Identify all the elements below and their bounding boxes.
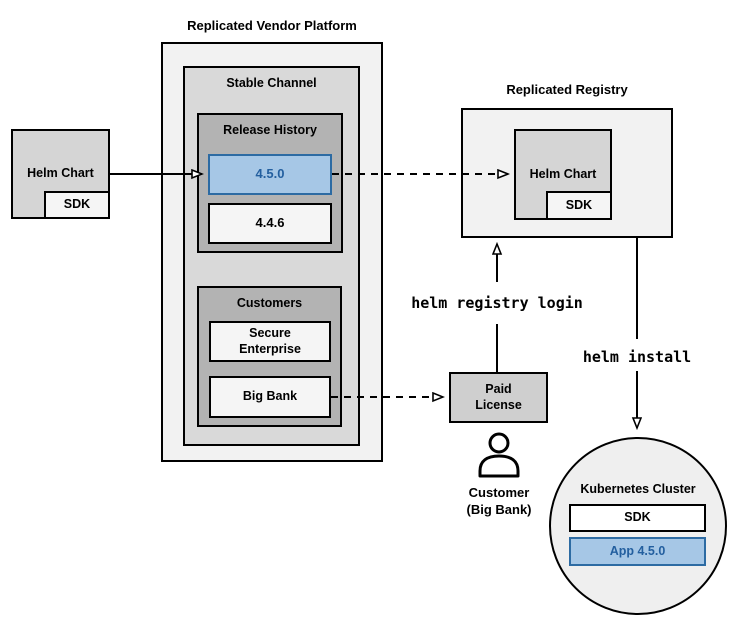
registry-title: Replicated Registry — [506, 82, 628, 97]
registry-sdk-label: SDK — [565, 197, 593, 212]
customers-title: Customers — [236, 296, 303, 310]
paid-license-label: Paid License — [475, 381, 522, 412]
source-sdk-box: SDK — [44, 191, 110, 219]
source-helm-chart-box: Helm Chart SDK — [11, 129, 110, 219]
helm-registry-login-command: helm registry login — [411, 294, 583, 312]
release-version-label: 4.4.6 — [255, 215, 285, 231]
customer-caption-org: (Big Bank) — [466, 502, 532, 517]
kubernetes-cluster-circle: Kubernetes Cluster SDK App 4.5.0 — [549, 437, 727, 615]
cluster-sdk-label: SDK — [624, 510, 651, 525]
helm-install-command: helm install — [582, 348, 692, 366]
customer-caption: Customer (Big Bank) — [467, 484, 532, 518]
registry-box: Helm Chart SDK — [461, 108, 673, 238]
paid-license-box: Paid License — [449, 372, 548, 423]
vendor-platform-box: Stable Channel Release History 4.5.0 4.4… — [161, 42, 383, 462]
cluster-sdk-box: SDK — [569, 504, 706, 532]
stable-channel-title: Stable Channel — [226, 76, 317, 90]
cluster-title: Kubernetes Cluster — [580, 482, 696, 496]
release-version-box-450: 4.5.0 — [208, 154, 332, 195]
customer-box-big-bank: Big Bank — [209, 376, 331, 418]
stable-channel-box: Stable Channel Release History 4.5.0 4.4… — [183, 66, 360, 446]
customer-name: Big Bank — [242, 389, 298, 404]
customer-box-secure-enterprise: Secure Enterprise — [209, 321, 331, 362]
registry-sdk-box: SDK — [546, 191, 612, 220]
release-version-box-446: 4.4.6 — [208, 203, 332, 244]
source-helm-chart-label: Helm Chart — [27, 166, 94, 181]
customers-box: Customers Secure Enterprise Big Bank — [197, 286, 342, 427]
registry-helm-chart-label: Helm Chart — [529, 166, 597, 181]
release-history-box: Release History 4.5.0 4.4.6 — [197, 113, 343, 253]
cluster-app-label: App 4.5.0 — [609, 543, 666, 558]
registry-helm-chart-box: Helm Chart SDK — [514, 129, 612, 220]
cluster-app-box: App 4.5.0 — [569, 537, 706, 566]
source-sdk-label: SDK — [63, 197, 91, 212]
release-version-label: 4.5.0 — [255, 166, 285, 182]
customer-name: Secure Enterprise — [239, 325, 301, 356]
platform-title: Replicated Vendor Platform — [187, 18, 357, 33]
person-icon — [478, 432, 520, 478]
customer-caption-name: Customer — [468, 485, 530, 500]
release-history-title: Release History — [223, 123, 317, 137]
